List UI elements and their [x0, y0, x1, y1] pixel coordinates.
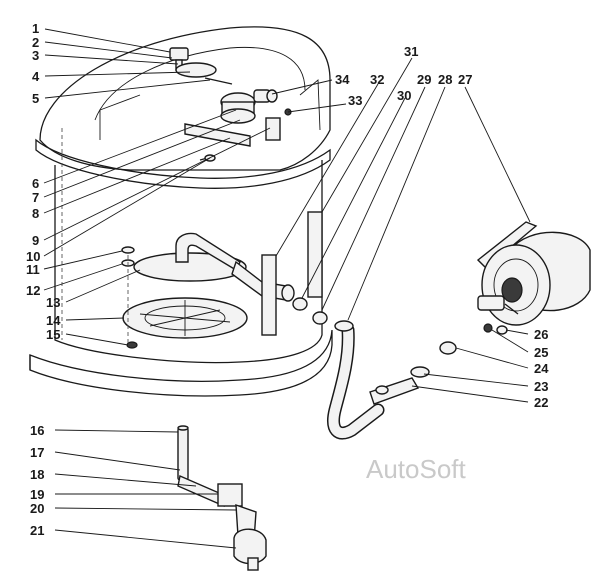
label-4: 4: [32, 69, 40, 84]
label-23: 23: [534, 379, 548, 394]
pump-motor: [439, 221, 591, 355]
label-31: 31: [404, 44, 418, 59]
outlet-pipe-brackets: [231, 211, 328, 336]
label-26: 26: [534, 327, 548, 342]
label-25: 25: [534, 345, 548, 360]
drain-valve-assembly: [177, 425, 267, 571]
label-30: 30: [397, 88, 411, 103]
label-15: 15: [46, 327, 60, 342]
label-6: 6: [32, 176, 39, 191]
label-18: 18: [30, 467, 44, 482]
label-14: 14: [46, 313, 61, 328]
label-20: 20: [30, 501, 44, 516]
label-21: 21: [30, 523, 44, 538]
tank-housing: [29, 26, 333, 397]
label-7: 7: [32, 190, 39, 205]
part-labels: 1 2 3 4 5 6 7 8 9 10 11 12 13 14 15 16 1…: [26, 21, 549, 538]
label-13: 13: [46, 295, 60, 310]
label-19: 19: [30, 487, 44, 502]
label-2: 2: [32, 35, 39, 50]
label-24: 24: [534, 361, 549, 376]
label-32: 32: [370, 72, 384, 87]
label-11: 11: [26, 262, 40, 277]
label-17: 17: [30, 445, 44, 460]
label-34: 34: [335, 72, 350, 87]
label-3: 3: [32, 48, 39, 63]
label-22: 22: [534, 395, 548, 410]
label-33: 33: [348, 93, 362, 108]
label-27: 27: [458, 72, 472, 87]
watermark-text: AutoSoft: [366, 454, 467, 484]
label-8: 8: [32, 206, 39, 221]
label-28: 28: [438, 72, 452, 87]
inner-cover-assembly: [61, 128, 248, 349]
label-5: 5: [32, 91, 39, 106]
top-fittings: [169, 47, 292, 162]
label-9: 9: [32, 233, 39, 248]
hose-assembly: [327, 320, 430, 440]
label-16: 16: [30, 423, 44, 438]
label-29: 29: [417, 72, 431, 87]
leader-lines: [43, 28, 531, 549]
label-10: 10: [26, 249, 40, 264]
label-1: 1: [32, 21, 39, 36]
label-12: 12: [26, 283, 40, 298]
